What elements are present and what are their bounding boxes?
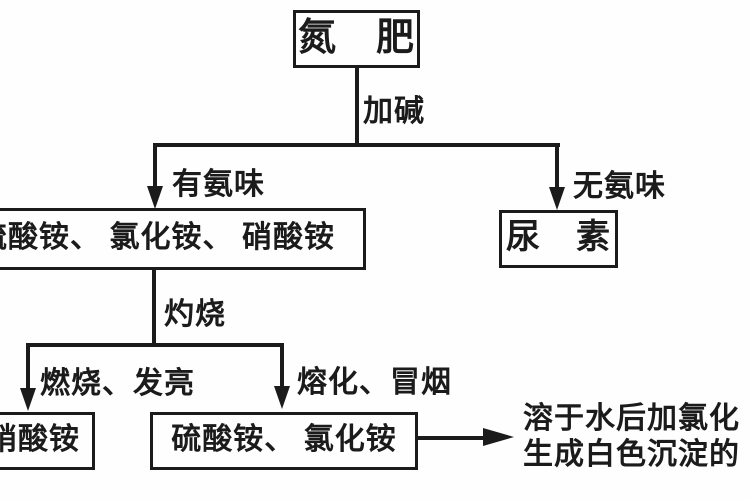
edge-line-split2-horizontal: [26, 343, 284, 347]
edge-line-has-ammonia: [153, 143, 157, 189]
node-sulfate-chloride-label: 硫酸铵、 氯化铵: [171, 423, 397, 456]
node-ammonium-salts-group-label: 硫酸铵、 氯化铵、 硝酸铵: [0, 221, 335, 254]
arrowhead-down-icon: [549, 187, 565, 210]
node-urea: [499, 210, 618, 268]
edge-label-burn-glow: 燃烧、发亮: [40, 367, 195, 400]
arrowhead-down-icon: [147, 186, 163, 209]
edge-label-add-alkali: 加碱: [363, 95, 425, 128]
edge-line-melt-smoke: [280, 343, 284, 387]
arrowhead-down-icon: [274, 386, 290, 409]
edge-label-no-ammonia: 无氨味: [573, 170, 666, 203]
edge-line-no-ammonia: [555, 143, 559, 189]
arrowhead-down-icon: [20, 388, 36, 411]
node-urea-label: 尿 素: [506, 219, 611, 256]
edge-line-to-note: [417, 436, 485, 440]
edge-line-ignite-stem: [152, 269, 156, 346]
edge-label-melt-smoke: 熔化、冒烟: [297, 366, 452, 399]
node-ammonium-nitrate-label: 硝酸铵: [0, 423, 80, 456]
node-nitrogen-fertilizer-label: 氮 肥: [297, 17, 415, 59]
edge-line-root-stem: [355, 66, 359, 146]
edge-line-split1-horizontal: [153, 143, 560, 147]
result-note-line2: 生成白色沉淀的: [523, 438, 740, 471]
edge-label-has-ammonia: 有氨味: [172, 168, 265, 201]
node-sulfate-chloride: [150, 412, 418, 470]
arrowhead-right-icon: [483, 428, 514, 446]
edge-line-burn-glow: [26, 343, 30, 389]
result-note-line1: 溶于水后加氯化: [523, 402, 740, 435]
node-ammonium-salts-group: [0, 208, 366, 270]
node-ammonium-nitrate: [0, 412, 95, 470]
edge-label-ignite: 灼烧: [164, 298, 226, 331]
